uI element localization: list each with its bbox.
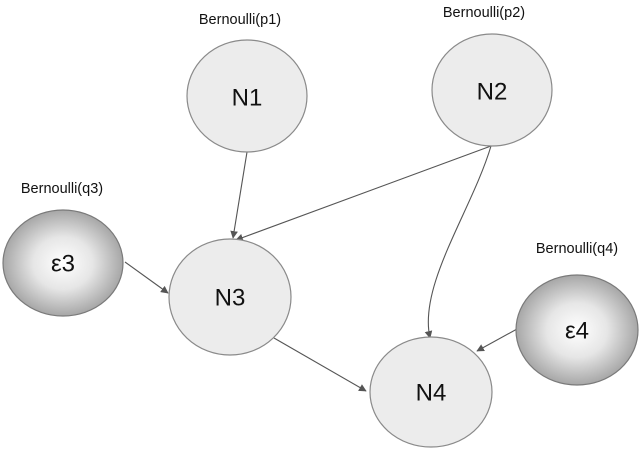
edge-n2-n3 bbox=[235, 145, 492, 242]
node-n3: N3 bbox=[168, 238, 292, 356]
e4-label: ε4 bbox=[565, 318, 589, 345]
node-e4: Bernoulli(q4) ε4 bbox=[515, 241, 639, 386]
e3-label: ε3 bbox=[51, 251, 75, 278]
n2-distribution-label: Bernoulli(p2) bbox=[443, 5, 525, 21]
edge-n3-n4 bbox=[273, 337, 367, 392]
node-n2: Bernoulli(p2) N2 bbox=[431, 5, 553, 147]
e3-distribution-label: Bernoulli(q3) bbox=[21, 181, 103, 197]
edge-n2-n4 bbox=[424, 145, 492, 339]
n1-distribution-label: Bernoulli(p1) bbox=[199, 12, 281, 28]
n2-circle bbox=[431, 33, 553, 147]
e4-distribution-label: Bernoulli(q4) bbox=[536, 241, 618, 257]
n3-label: N3 bbox=[215, 285, 246, 312]
edge-e4-n4 bbox=[476, 328, 518, 352]
n4-circle bbox=[369, 336, 493, 448]
n2-label: N2 bbox=[477, 79, 508, 106]
node-n4: N4 bbox=[369, 336, 493, 448]
edge-n1-n3 bbox=[230, 151, 248, 239]
n4-label: N4 bbox=[416, 380, 447, 407]
e4-circle bbox=[515, 274, 639, 386]
node-n1: Bernoulli(p1) N1 bbox=[186, 12, 308, 153]
node-e3: Bernoulli(q3) ε3 bbox=[2, 181, 124, 317]
n1-label: N1 bbox=[232, 85, 263, 112]
n3-circle bbox=[168, 238, 292, 356]
n1-circle bbox=[186, 39, 308, 153]
e3-circle bbox=[2, 209, 124, 317]
edge-e3-n3 bbox=[124, 261, 169, 294]
